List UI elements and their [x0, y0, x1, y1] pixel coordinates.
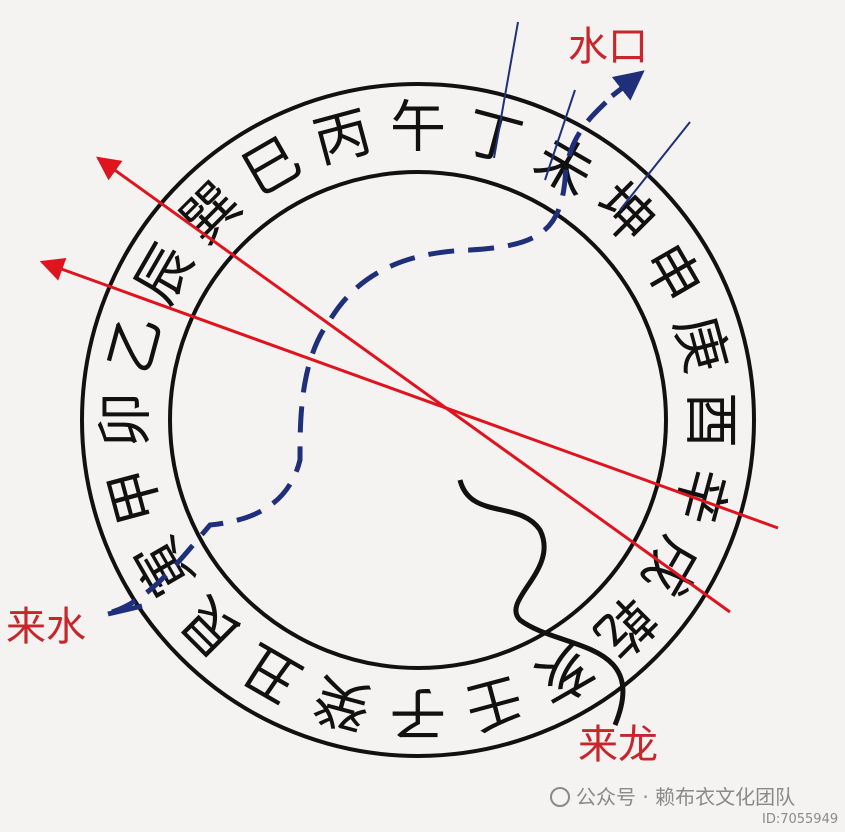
mountain-label: 未 — [524, 125, 605, 209]
water-flow-arrowhead — [610, 70, 645, 101]
dragon-vein-path — [457, 479, 626, 726]
watermark-text: 公众号 · 赖布衣文化团队 — [576, 785, 795, 809]
mountain-label: 午 — [390, 96, 446, 161]
divider-line — [493, 21, 519, 159]
divider-line — [619, 121, 691, 211]
incoming-dragon-label: 来龙 — [578, 722, 658, 768]
water-inlet-mark — [107, 603, 143, 617]
divider-line — [544, 89, 576, 181]
water-outlet-label: 水口 — [568, 24, 648, 70]
outer-ring — [80, 82, 756, 758]
mountain-label: 庚 — [661, 309, 738, 380]
watermark: 公众号 · 赖布衣文化团队 ID:7055949 — [550, 785, 838, 827]
mountain-label: 癸 — [307, 663, 378, 740]
mountain-label: 甲 — [97, 460, 174, 531]
mountain-label: 乙 — [97, 309, 174, 380]
mountain-label: 壬 — [458, 663, 529, 740]
wechat-icon — [550, 787, 570, 807]
mountain-label: 辛 — [661, 460, 738, 531]
water-flow-path — [111, 94, 614, 615]
mountain-label: 亥 — [524, 631, 605, 715]
mountain-label: 酉 — [678, 392, 743, 448]
incoming-water-label: 来水 — [6, 604, 86, 650]
sight-line — [96, 156, 731, 614]
watermark-id: ID:7055949 — [762, 812, 838, 827]
sight-line — [39, 258, 779, 530]
mountain-label: 丑 — [232, 631, 313, 715]
mountain-label: 申 — [629, 234, 713, 315]
mountain-label: 丁 — [458, 99, 529, 176]
mountain-label: 辰 — [123, 234, 207, 315]
mountain-label: 寅 — [123, 526, 207, 607]
mountain-label: 巳 — [232, 125, 313, 209]
inner-ring — [168, 170, 668, 670]
mountain-label: 卯 — [94, 392, 159, 448]
mountain-label: 丙 — [307, 99, 378, 176]
mountain-label: 戌 — [629, 526, 713, 607]
mountain-label: 子 — [390, 680, 446, 745]
mountain-labels: 子癸丑艮寅甲卯乙辰巽巳丙午丁未坤申庚酉辛戌乾亥壬 — [94, 96, 743, 745]
